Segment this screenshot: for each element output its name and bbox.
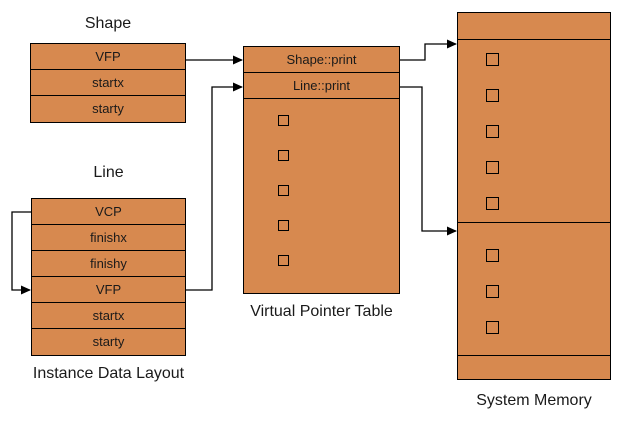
line-title: Line <box>93 164 124 181</box>
memory-slot-square <box>278 255 289 266</box>
line-row-vfp: VFP <box>32 277 185 303</box>
line-row-startx: startx <box>32 303 185 329</box>
shape-row-vfp: VFP <box>31 44 185 70</box>
arrow-line-vcp-to-vfp <box>11 211 31 295</box>
system-memory-caption: System Memory <box>476 392 592 409</box>
memory-slot-square <box>486 285 499 298</box>
line-row-finishx: finishx <box>32 225 185 251</box>
shape-row-startx: startx <box>31 70 185 96</box>
virtual-pointer-table-caption: Virtual Pointer Table <box>250 303 393 320</box>
shape-title: Shape <box>84 15 132 32</box>
memory-slot-square <box>278 185 289 196</box>
line-row-finishy: finishy <box>32 251 185 277</box>
memory-slot-square <box>486 321 499 334</box>
arrow-line-print-to-memory <box>400 86 457 236</box>
vtable-empty-slots <box>244 99 399 293</box>
memory-region-bottom <box>458 355 610 379</box>
vtable-row-shape-print: Shape::print <box>244 47 399 73</box>
arrow-line-vfp-to-vtable <box>186 82 243 291</box>
virtual-pointer-table: Shape::print Line::print <box>243 46 400 294</box>
memory-region-upper <box>458 39 610 222</box>
memory-slot-square <box>278 220 289 231</box>
system-memory-box <box>457 12 611 380</box>
memory-slot-square <box>486 89 499 102</box>
line-row-starty: starty <box>92 334 125 349</box>
memory-region-lower <box>458 222 610 355</box>
vtable-row-line-print: Line::print <box>244 73 399 99</box>
line-row-vcp: VCP <box>32 199 185 225</box>
shape-row-starty: starty <box>92 101 124 116</box>
line-struct-table: VCP finishx finishy VFP startx starty <box>31 198 186 356</box>
memory-slot-square <box>278 115 289 126</box>
memory-slot-square <box>486 125 499 138</box>
instance-data-layout-caption: Instance Data Layout <box>32 365 185 382</box>
shape-struct-table: VFP startx starty <box>30 43 186 123</box>
memory-region-top <box>458 13 610 39</box>
memory-slot-square <box>486 53 499 66</box>
memory-slot-square <box>486 161 499 174</box>
memory-slot-square <box>486 197 499 210</box>
arrow-shape-print-to-memory <box>400 39 457 61</box>
memory-slot-square <box>278 150 289 161</box>
memory-slot-square <box>486 249 499 262</box>
